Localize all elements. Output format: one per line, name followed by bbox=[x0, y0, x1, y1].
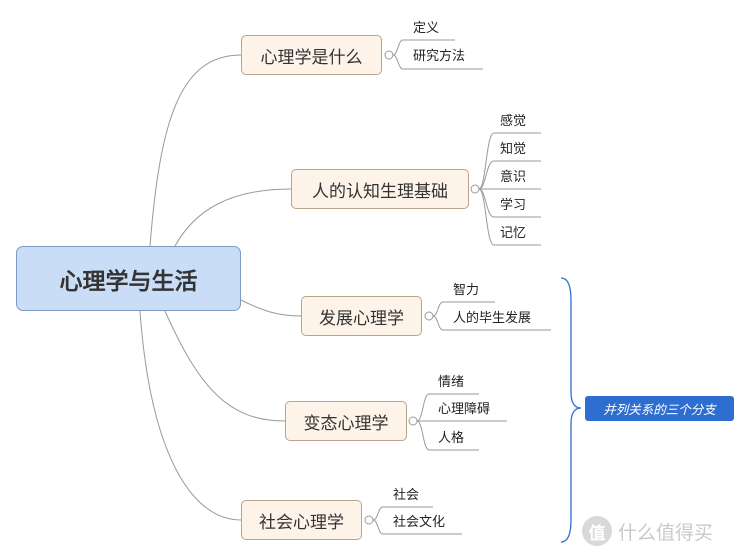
collapse-handle-b2 bbox=[470, 184, 480, 194]
leaf-topic[interactable]: 感觉 bbox=[500, 114, 527, 129]
collapse-handle-b4 bbox=[408, 416, 418, 426]
leaf-topic[interactable]: 记忆 bbox=[500, 226, 527, 241]
leaf-topic[interactable]: 心理障碍 bbox=[438, 402, 491, 417]
connector-root-b5 bbox=[139, 310, 242, 521]
annotation-callout[interactable]: 并列关系的三个分支 bbox=[585, 396, 734, 421]
connector-root-b3 bbox=[240, 299, 302, 317]
leaf-topic[interactable]: 智力 bbox=[453, 283, 480, 298]
connector-root-b2 bbox=[174, 188, 292, 247]
leaf-topic[interactable]: 意识 bbox=[500, 170, 527, 185]
branch-topic-what-is-psychology[interactable]: 心理学是什么 bbox=[241, 35, 382, 75]
leaf-topic[interactable]: 知觉 bbox=[500, 142, 527, 157]
collapse-handle-b5 bbox=[364, 515, 374, 525]
leaf-topic[interactable]: 人格 bbox=[438, 431, 465, 446]
root-topic[interactable]: 心理学与生活 bbox=[16, 246, 241, 311]
branch-topic-abnormal[interactable]: 变态心理学 bbox=[285, 401, 407, 441]
collapse-handle-b1 bbox=[384, 50, 394, 60]
connector-root-b1 bbox=[149, 54, 242, 247]
leaf-topic[interactable]: 情绪 bbox=[438, 375, 465, 390]
watermark-text: 什么值得买 bbox=[618, 522, 714, 544]
leaf-topic[interactable]: 社会文化 bbox=[393, 515, 446, 530]
branch-topic-developmental[interactable]: 发展心理学 bbox=[301, 296, 422, 336]
connector-root-b4 bbox=[164, 310, 286, 422]
leaf-topic[interactable]: 人的毕生发展 bbox=[453, 311, 532, 326]
branch-topic-social[interactable]: 社会心理学 bbox=[241, 500, 362, 540]
leaf-topic[interactable]: 学习 bbox=[500, 198, 527, 213]
leaf-topic[interactable]: 定义 bbox=[413, 21, 440, 36]
leaf-topic[interactable]: 社会 bbox=[393, 488, 420, 503]
grouping-brace bbox=[560, 277, 582, 543]
leaf-topic[interactable]: 研究方法 bbox=[413, 49, 466, 64]
collapse-handle-b3 bbox=[424, 311, 434, 321]
watermark-logo-icon: 值 bbox=[582, 516, 612, 546]
branch-topic-cognitive-basis[interactable]: 人的认知生理基础 bbox=[291, 169, 469, 209]
